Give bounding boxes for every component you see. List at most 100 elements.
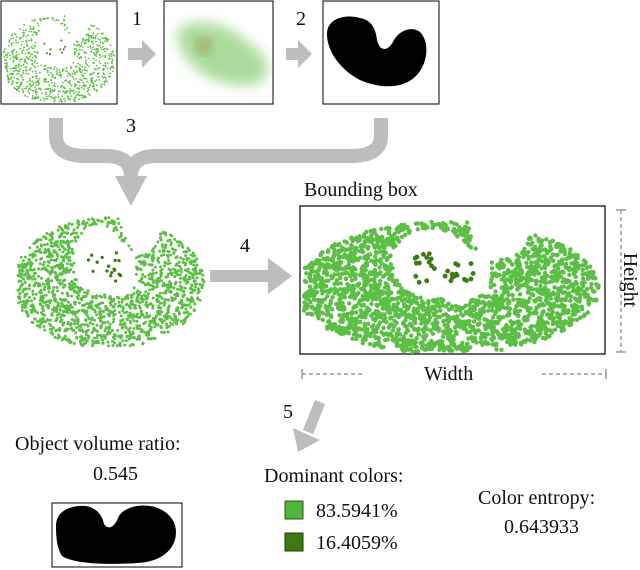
object-dot	[533, 233, 538, 238]
arrow-step-1	[128, 40, 156, 68]
object-dot	[111, 305, 115, 309]
object-dot	[187, 303, 191, 306]
object-dot	[21, 303, 24, 307]
object-dot	[26, 66, 28, 69]
object-dot	[140, 297, 144, 301]
object-dot	[79, 64, 81, 66]
object-dot	[81, 66, 84, 68]
object-dot	[338, 275, 343, 281]
object-dot	[84, 77, 86, 80]
object-dot	[525, 274, 530, 279]
object-dot	[456, 306, 461, 311]
object-dot	[7, 81, 10, 84]
object-dot	[35, 245, 39, 249]
object-dot	[374, 336, 379, 341]
object-dot	[520, 251, 525, 256]
object-dot	[396, 314, 402, 320]
object-dot	[144, 262, 148, 266]
object-dot	[348, 322, 354, 328]
object-dot	[44, 293, 48, 297]
object-dot	[39, 250, 43, 254]
object-dot	[66, 294, 70, 298]
object-dot	[182, 311, 186, 315]
object-dot	[449, 342, 454, 347]
object-dot	[526, 299, 531, 305]
object-dot	[84, 56, 87, 59]
object-dot	[58, 69, 60, 71]
object-dot	[64, 253, 68, 257]
object-dot	[112, 312, 116, 316]
object-dot	[165, 322, 168, 326]
object-dot	[22, 48, 25, 51]
object-dot	[164, 291, 168, 295]
object-dot	[104, 62, 107, 65]
object-dot	[393, 336, 398, 341]
object-dot	[406, 299, 411, 304]
object-dot	[160, 310, 164, 314]
object-dot	[58, 272, 62, 276]
object-dot	[396, 229, 401, 234]
object-dot	[120, 334, 124, 337]
object-dot	[34, 45, 37, 48]
object-dot	[323, 304, 328, 309]
object-dot	[405, 314, 410, 319]
object-dot	[23, 23, 25, 26]
object-dot	[74, 52, 77, 55]
object-dot	[9, 54, 11, 57]
object-dot	[473, 336, 478, 341]
object-dot	[41, 312, 44, 316]
object-dot	[132, 327, 136, 330]
object-dot	[30, 40, 33, 42]
object-dot	[37, 84, 40, 86]
object-dot	[7, 52, 9, 54]
object-dot	[36, 91, 39, 93]
object-dot	[12, 80, 15, 83]
object-dot	[62, 231, 66, 235]
core-dot	[426, 251, 432, 257]
object-dot	[55, 96, 57, 99]
object-dot	[495, 320, 500, 325]
object-dot	[29, 262, 33, 266]
object-dot	[32, 34, 34, 36]
object-dot	[176, 287, 180, 291]
object-dot	[154, 271, 158, 275]
object-dot	[167, 258, 171, 262]
object-dot	[459, 312, 464, 317]
object-dot	[581, 313, 586, 319]
object-dot	[58, 234, 62, 237]
core-dot	[426, 259, 432, 265]
object-dot	[55, 328, 59, 332]
object-dot	[21, 58, 23, 61]
object-dot	[20, 81, 23, 84]
object-dot	[543, 289, 548, 294]
object-dot	[70, 89, 72, 92]
object-dot	[429, 346, 435, 351]
object-dot	[588, 264, 593, 269]
object-dot	[130, 296, 134, 300]
object-dot	[342, 295, 347, 300]
object-dot	[22, 277, 25, 281]
object-dot	[542, 270, 548, 276]
object-dot	[37, 97, 40, 99]
object-dot	[138, 290, 142, 294]
object-dot	[169, 243, 173, 247]
object-dot	[386, 299, 392, 304]
object-dot	[20, 305, 24, 309]
object-dot	[91, 48, 94, 51]
object-dot	[374, 273, 379, 279]
object-dot	[46, 97, 48, 100]
object-dot	[77, 62, 79, 65]
object-dot	[381, 344, 386, 350]
object-dot	[494, 309, 499, 314]
object-dot	[42, 251, 46, 255]
object-dot	[86, 69, 88, 72]
object-dot	[112, 229, 116, 233]
object-dot	[84, 66, 86, 69]
object-dot	[75, 278, 79, 282]
object-dot	[46, 318, 50, 321]
object-dot	[355, 333, 360, 338]
object-dot	[448, 336, 453, 341]
object-dot	[15, 41, 18, 44]
object-dot	[43, 248, 47, 251]
object-dot	[125, 317, 129, 321]
